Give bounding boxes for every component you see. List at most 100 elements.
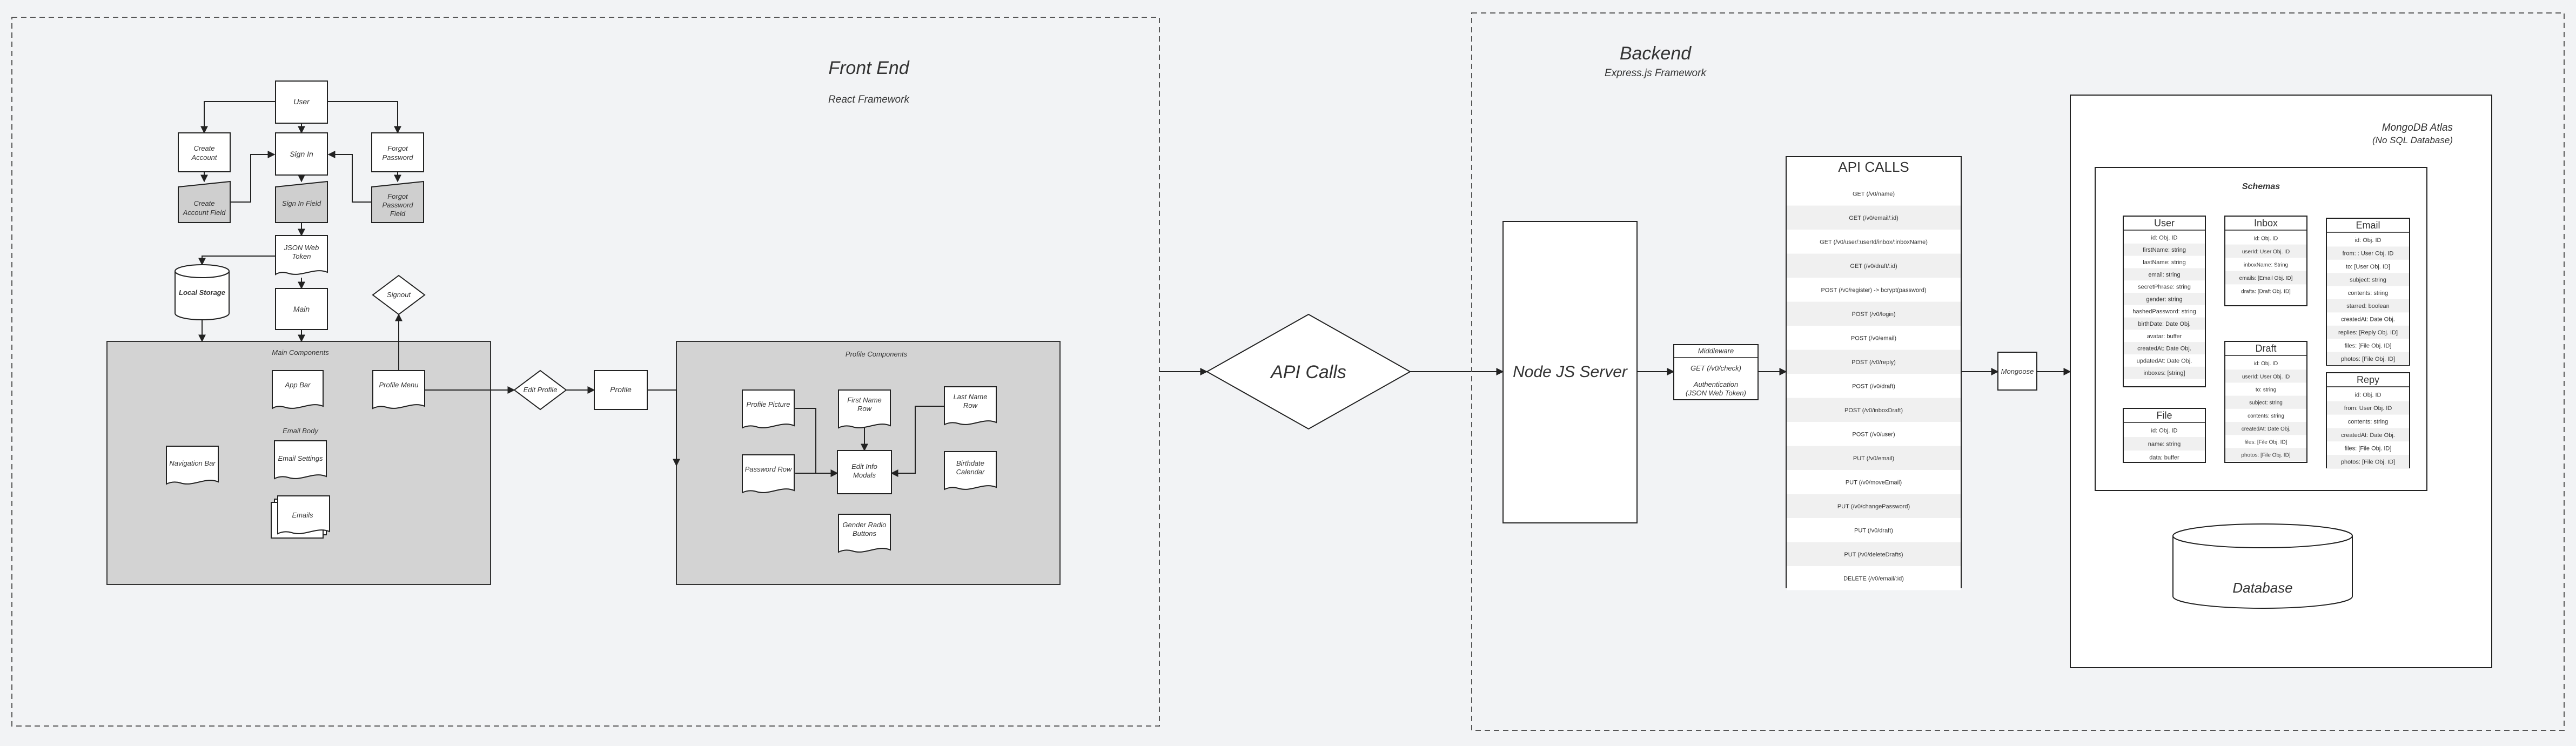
email-body-label: Email Body (283, 427, 319, 435)
svg-text:Profile: Profile (610, 385, 632, 394)
node-forgot-password-field: Forgot Password Field (371, 180, 424, 223)
schema-field: photos: [File Obj. ID] (2341, 356, 2395, 362)
node-profile-menu: Profile Menu (372, 370, 425, 409)
schema-field: inboxName: String (2244, 263, 2288, 268)
svg-text:Forgot: Forgot (387, 144, 408, 152)
schema-field: starred: boolean (2346, 303, 2390, 310)
schema-title: File (2156, 410, 2172, 421)
svg-text:POST (/v0/user): POST (/v0/user) (1852, 431, 1895, 438)
svg-text:(JSON Web Token): (JSON Web Token) (1686, 389, 1746, 397)
node-birthdate-calendar: Birthdate Calendar (944, 451, 997, 490)
schema-title: User (2154, 218, 2175, 228)
api-call-row: GET (/v0/user/:userId/inbox/:inboxName) (1787, 230, 1961, 254)
schema-field: replies: [Reply Obj. ID] (2338, 330, 2398, 336)
schema-field: name: string (2148, 441, 2181, 448)
schema-field: lastName: string (2143, 259, 2185, 266)
svg-text:POST (/v0/inboxDraft): POST (/v0/inboxDraft) (1844, 407, 1903, 414)
backend-subtitle: Express.js Framework (1605, 68, 1707, 79)
backend-title: Backend (1620, 43, 1692, 64)
svg-text:Middleware: Middleware (1698, 347, 1734, 355)
api-call-row: PUT (/v0/email) (1787, 446, 1961, 470)
schema-field: userId: User Obj. ID (2242, 249, 2290, 255)
svg-text:PUT (/v0/moveEmail): PUT (/v0/moveEmail) (1846, 479, 1902, 486)
node-json-web-token: JSON Web Token (275, 235, 328, 275)
node-first-name-row: First Name Row (838, 389, 891, 429)
svg-text:Account Field: Account Field (183, 209, 226, 217)
schema-file: File id: Obj. ID name: string data: buffer (2123, 408, 2206, 463)
api-call-row: GET (/v0/name) (1787, 182, 1961, 206)
schema-field: hashedPassword: string (2132, 308, 2196, 315)
schema-field: id: Obj. ID (2151, 428, 2178, 434)
node-sign-in: Sign In (275, 132, 328, 176)
svg-text:API CALLS: API CALLS (1838, 159, 1909, 175)
svg-text:POST (/v0/reply): POST (/v0/reply) (1852, 359, 1896, 366)
schema-field: id: Obj. ID (2355, 237, 2382, 244)
middleware-box: Middleware GET (/v0/check) Authenticatio… (1673, 344, 1759, 400)
schema-field: updatedAt: Date Obj. (2137, 358, 2192, 364)
frontend-title: Front End (828, 58, 909, 78)
schema-field: subject: string (2249, 400, 2283, 406)
node-user: User (275, 80, 328, 124)
api-call-row: POST (/v0/email) (1787, 326, 1961, 350)
svg-text:Field: Field (390, 210, 406, 218)
schema-title: Repy (2357, 374, 2379, 385)
schema-field: avatar: buffer (2147, 333, 2182, 340)
api-call-row: DELETE (/v0/email/:id) (1787, 566, 1961, 590)
api-call-row: PUT (/v0/moveEmail) (1787, 470, 1961, 494)
node-edit-info-modals: Edit Info Modals (837, 450, 892, 494)
svg-text:Forgot: Forgot (387, 192, 408, 200)
node-create-account: Create Account (178, 132, 231, 172)
node-main: Main (275, 288, 328, 330)
svg-text:PUT (/v0/deleteDrafts): PUT (/v0/deleteDrafts) (1844, 552, 1903, 558)
svg-text:Password: Password (382, 153, 413, 162)
api-call-row: PUT (/v0/deleteDrafts) (1787, 542, 1961, 566)
node-sign-in-field: Sign In Field (275, 180, 328, 223)
schema-field: inboxes: [string] (2143, 370, 2185, 377)
svg-text:Password: Password (382, 201, 413, 209)
node-signout: Signout (372, 274, 426, 315)
api-call-row: POST (/v0/draft) (1787, 374, 1961, 398)
schema-field: to: string (2256, 387, 2276, 393)
svg-text:POST (/v0/register) -> bcrypt(: POST (/v0/register) -> bcrypt(password) (1821, 287, 1926, 293)
schema-field: data: buffer (2149, 455, 2179, 461)
schema-field: files: [File Obj. ID] (2245, 439, 2287, 445)
node-gender-radio-buttons: Gender Radio Buttons (838, 514, 891, 553)
node-js-server: Node JS Server (1502, 221, 1638, 523)
svg-text:Database: Database (2232, 580, 2292, 596)
svg-text:Calendar: Calendar (956, 468, 985, 476)
node-create-account-field: Create Account Field (178, 180, 231, 223)
svg-text:Last Name: Last Name (954, 393, 988, 401)
svg-text:POST (/v0/email): POST (/v0/email) (1851, 335, 1896, 341)
svg-text:Sign In Field: Sign In Field (282, 199, 321, 207)
api-call-row: PUT (/v0/changePassword) (1787, 494, 1961, 518)
schema-field: contents: string (2348, 419, 2389, 425)
schema-field: birthDate: Date Obj. (2138, 321, 2190, 327)
schema-title: Draft (2255, 343, 2276, 354)
node-edit-profile: Edit Profile (513, 369, 567, 411)
schema-field: email: string (2148, 272, 2180, 278)
node-local-storage: Local Storage (175, 264, 230, 320)
svg-text:POST (/v0/login): POST (/v0/login) (1852, 311, 1895, 318)
schema-field: gender: string (2146, 296, 2182, 303)
schema-field: files: [File Obj. ID] (2345, 342, 2392, 349)
svg-text:User: User (293, 97, 310, 106)
schema-field: secretPhrase: string (2138, 284, 2191, 291)
database-cylinder: Database (2172, 523, 2353, 609)
profile-components-title: Profile Components (846, 350, 908, 358)
schema-field: emails: [Email Obj. ID] (2239, 275, 2293, 281)
api-call-row: GET (/v0/draft/:id) (1787, 253, 1961, 278)
svg-text:Create: Create (193, 144, 214, 152)
svg-text:JSON Web: JSON Web (284, 244, 319, 252)
node-app-bar: App Bar (272, 370, 324, 409)
svg-text:PUT (/v0/email): PUT (/v0/email) (1853, 455, 1894, 462)
schema-field: id: Obj. ID (2355, 392, 2382, 398)
svg-text:POST (/v0/draft): POST (/v0/draft) (1852, 383, 1895, 389)
svg-text:Profile Picture: Profile Picture (747, 400, 790, 408)
node-profile-picture: Profile Picture (742, 389, 795, 429)
svg-text:(No SQL Database): (No SQL Database) (2372, 135, 2453, 145)
mongoose-box: Mongoose (1997, 352, 2037, 391)
schema-field: createdAt: Date Obj. (2341, 432, 2395, 439)
